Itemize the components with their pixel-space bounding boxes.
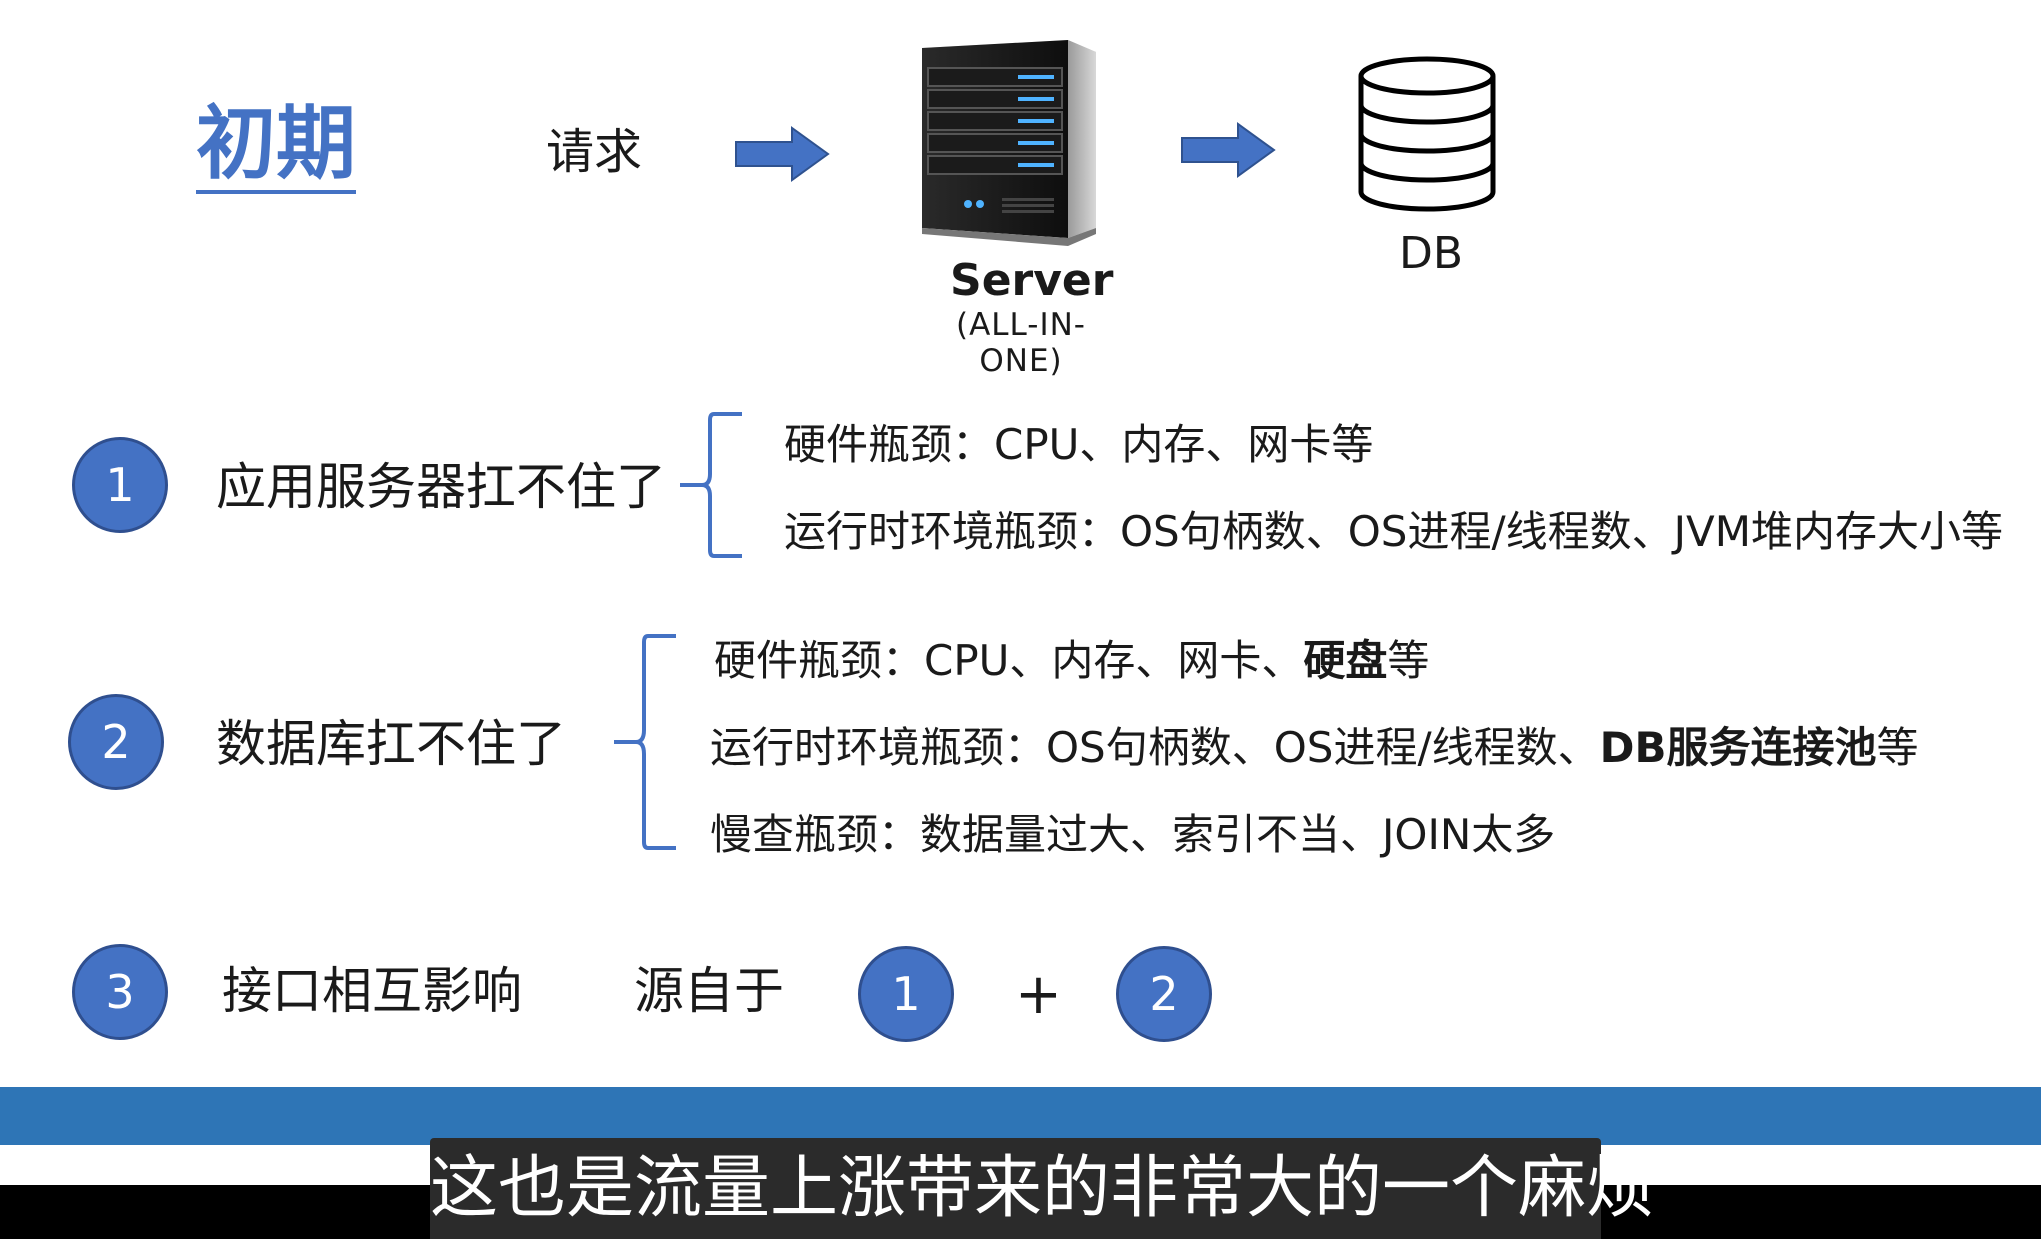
item-2-detail-2: 运行时环境瓶颈：OS句柄数、OS进程/线程数、DB服务连接池等 xyxy=(710,723,1919,772)
plus-sign: + xyxy=(1015,962,1062,1027)
database-icon xyxy=(1358,56,1496,212)
item-1-detail-1: 硬件瓶颈：CPU、内存、网卡等 xyxy=(784,420,1374,469)
subtitle-background xyxy=(430,1138,1601,1239)
item-heading-1: 应用服务器扛不住了 xyxy=(216,458,666,516)
item-1-detail-2: 运行时环境瓶颈：OS句柄数、OS进程/线程数、JVM堆内存大小等 xyxy=(784,507,2003,556)
brace-icon xyxy=(680,412,742,558)
server-sublabel: (ALL-IN-ONE) xyxy=(955,307,1086,379)
item-2-detail-3: 慢查瓶颈：数据量过大、索引不当、JOIN太多 xyxy=(710,810,1556,859)
item-2-detail-1: 硬件瓶颈：CPU、内存、网卡、硬盘等 xyxy=(714,636,1430,685)
arrow-right-icon xyxy=(735,126,830,182)
ref-circle-1: 1 xyxy=(858,946,954,1042)
video-subtitle: 这也是流量上涨带来的非常大的一个麻烦 xyxy=(430,1149,1655,1228)
item-number-3: 3 xyxy=(72,944,168,1040)
server-label: Server xyxy=(950,255,1114,306)
page-title: 初期 xyxy=(196,100,356,194)
brace-icon xyxy=(614,634,676,850)
item-number-2: 2 xyxy=(68,694,164,790)
ref-circle-2: 2 xyxy=(1116,946,1212,1042)
request-label: 请求 xyxy=(546,124,643,180)
server-icon xyxy=(922,40,1096,246)
db-label: DB xyxy=(1399,228,1464,279)
arrow-right-icon xyxy=(1181,122,1276,178)
item-heading-3: 接口相互影响 xyxy=(222,962,522,1020)
item-heading-2: 数据库扛不住了 xyxy=(216,715,566,773)
source-label: 源自于 xyxy=(634,962,784,1020)
footer-blue-bar xyxy=(0,1087,2041,1145)
item-number-1: 1 xyxy=(72,437,168,533)
